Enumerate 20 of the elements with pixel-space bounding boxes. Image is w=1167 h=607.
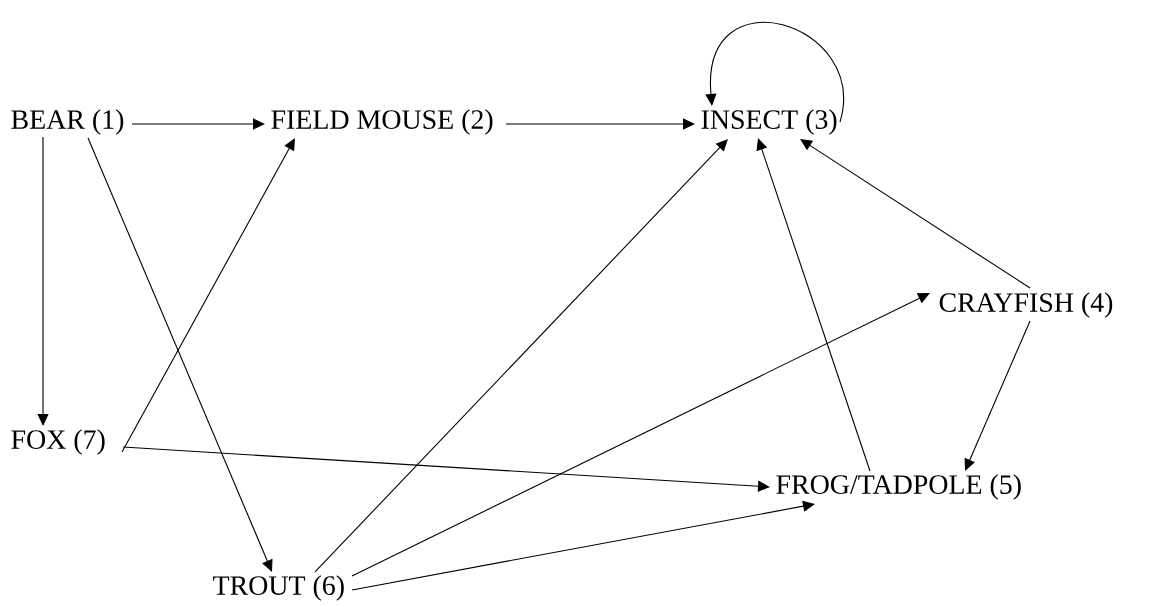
- arrow: [505, 118, 695, 130]
- arrow: [121, 138, 295, 453]
- arrow: [351, 293, 930, 577]
- arrow: [314, 139, 728, 573]
- arrow: [964, 320, 1031, 471]
- arrow: [705, 21, 845, 123]
- arrow: [37, 136, 49, 426]
- node-label: INSECT (3): [701, 109, 837, 135]
- arrow: [122, 446, 770, 492]
- arrow: [756, 138, 871, 472]
- node-label: CRAYFISH (4): [939, 292, 1113, 318]
- arrow: [131, 118, 265, 130]
- node-label: BEAR (1): [11, 109, 124, 135]
- node-label: FOX (7): [11, 429, 105, 455]
- arrow: [800, 139, 1031, 289]
- arrow: [351, 500, 815, 591]
- node-label: FROG/TADPOLE (5): [776, 474, 1021, 500]
- node-label: TROUT (6): [213, 575, 344, 601]
- node-label: FIELD MOUSE (2): [271, 109, 493, 135]
- arrow: [87, 137, 273, 572]
